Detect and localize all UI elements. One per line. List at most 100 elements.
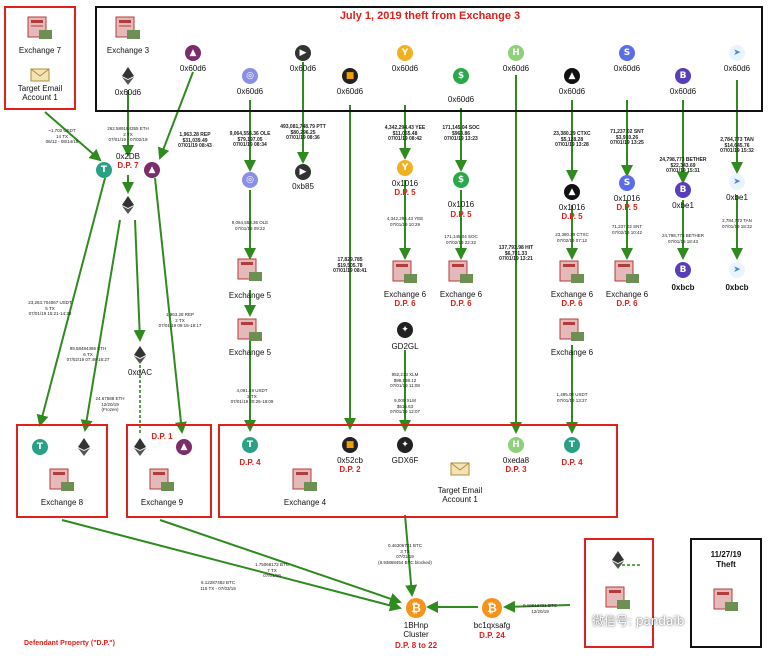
- x1016-snt-dp: D.P. 5: [616, 203, 638, 212]
- soc-icon: $: [453, 68, 469, 84]
- bitcoin-icon: ₿: [406, 598, 426, 618]
- cro-src-label: 0x60d6: [336, 87, 364, 96]
- x2db-dp: D.P. 7: [117, 161, 139, 170]
- hit-icon: H: [508, 45, 524, 61]
- ptt-icon: ▶: [295, 164, 311, 180]
- exchange4-label: Exchange 4: [283, 498, 327, 507]
- exchange4-icon: [292, 468, 317, 491]
- gdx6f-label: GDX6F: [391, 456, 419, 465]
- flow-usdt6: 1,495.00 USDT 07/01/19 13:27: [556, 392, 588, 403]
- x1016-ctxc-dp: D.P. 5: [561, 212, 583, 221]
- stellar-icon: ✦: [397, 437, 413, 453]
- flow-yee2: 4,342,294.43 YEE 07/01/19 10:29: [386, 216, 424, 227]
- tan-icon: ➤: [729, 174, 745, 190]
- flow-ptt: 493,081,748.79 PTT $80,296.25 07/01/19 0…: [280, 124, 326, 141]
- bhnp-label: 1BHnp Cluster: [403, 621, 429, 639]
- bhnp-dp: D.P. 8 to 22: [394, 641, 438, 650]
- hit-src-label: 0x60d6: [502, 64, 530, 73]
- flow-hit: 137,793.98 HIT $6,701.33 07/01/19 13:21: [498, 245, 534, 262]
- flow-xlm2: 9,000 XLM $515.63 07/01/19 12:07: [389, 398, 421, 414]
- rep-icon: ▲: [176, 439, 192, 455]
- exchange-icon: [605, 586, 630, 609]
- flow-frozen: 24.67588 ETH 12/20/19 (Frozen): [95, 396, 125, 412]
- x1016-yee-dp: D.P. 5: [394, 188, 416, 197]
- bether-icon: B: [675, 262, 691, 278]
- email-icon: [450, 462, 470, 476]
- flow-usdt4: 4,091.49 USDT 2 TX 07/01/19 20:26-18:09: [230, 388, 274, 404]
- ctxc-icon: ▲: [564, 68, 580, 84]
- theft-date: 11/27/19: [710, 550, 742, 559]
- legend: Defendant Property ("D.P."): [24, 640, 115, 647]
- flow-soc2: 171,145.04 SOC 07/02/19 22:32: [444, 234, 478, 245]
- tether-icon: T: [242, 437, 258, 453]
- exchange6-icon: [614, 260, 639, 283]
- dp3: D.P. 3: [505, 465, 527, 474]
- email-icon: [30, 68, 50, 82]
- xeda8-label: 0xeda8: [502, 456, 530, 465]
- yee-src-label: 0x60d6: [391, 64, 419, 73]
- x1016-soc-label: 0x1016: [447, 200, 475, 209]
- tan-icon: ➤: [729, 262, 745, 278]
- exchange5-icon: [237, 258, 262, 281]
- exchange3-label: Exchange 3: [106, 46, 150, 55]
- exch6a-label: Exchange 6: [383, 290, 427, 299]
- flow-ctxc: 23,380.29 CTXC $5,128.28 07/01/19 13:28: [553, 131, 591, 148]
- flow-tan2: 2,784,772 TAN 07/01/19 18:32: [721, 218, 753, 229]
- exch6d-label: Exchange 6: [605, 290, 649, 299]
- rep-src-label: 0x60d6: [179, 64, 207, 73]
- exchange3-box: [95, 6, 763, 112]
- tether-icon: T: [564, 437, 580, 453]
- snt-icon: S: [619, 175, 635, 191]
- rep-icon: ▲: [144, 162, 160, 178]
- bether-src-label: 0x60d6: [669, 87, 697, 96]
- flow-usdt7: ~1,702 USDT 14 TX 06/12 - 08/14/19: [45, 128, 79, 144]
- yee-icon: Y: [397, 45, 413, 61]
- flow-rep: 1,963.28 REP $31,039.49 07/01/19 08:43: [178, 132, 212, 149]
- exchange8-box: [16, 424, 108, 518]
- exchange6-icon: [392, 260, 417, 283]
- eth-icon: [134, 346, 146, 364]
- exchange-icon: [713, 588, 738, 611]
- snt-icon: S: [619, 45, 635, 61]
- eth-src-label: 0x60d6: [114, 88, 142, 97]
- bether-icon: B: [675, 182, 691, 198]
- rep-icon: ▲: [185, 45, 201, 61]
- tan-icon: ➤: [729, 45, 745, 61]
- dp4b: D.P. 4: [561, 458, 583, 467]
- x1016-ctxc-label: 0x1016: [558, 203, 586, 212]
- exchange6-icon: [559, 260, 584, 283]
- flow-tan: 2,784,773 TAN $14,645.76 07/01/19 15:32: [720, 137, 754, 154]
- ptt-icon: ▶: [295, 45, 311, 61]
- exch6d-dp: D.P. 6: [616, 299, 638, 308]
- exchange9-box: [126, 424, 212, 518]
- exchange8-label: Exchange 8: [40, 498, 84, 507]
- ole-icon: ◎: [242, 68, 258, 84]
- target-email-top-label: Target Email Account 1: [17, 84, 63, 102]
- x1016-yee-label: 0x1016: [391, 179, 419, 188]
- flow-ole: 9,064,558.36 OLE $79,197.05 07/01/19 08:…: [229, 131, 271, 148]
- ctxc-icon: ▲: [564, 184, 580, 200]
- xbcb-a-label: 0xbcb: [671, 283, 695, 292]
- bc1-dp: D.P. 24: [479, 631, 505, 640]
- exch6c-dp: D.P. 6: [561, 299, 583, 308]
- yee-icon: Y: [397, 160, 413, 176]
- exchange7-label: Exchange 7: [18, 46, 62, 55]
- flow-btc24: 0.10012721 BTC 12/20/19: [522, 603, 558, 614]
- exchange3-icon: [115, 16, 140, 39]
- gd2gl-label: GD2GL: [391, 342, 419, 351]
- flow-ole2: 9,064,558.36 OLE 07/01/19 09:22: [231, 220, 269, 231]
- flow-yee: 4,342,294.43 YEE $11,055.48 07/01/19 08:…: [384, 125, 426, 142]
- exchange6-icon: [559, 318, 584, 341]
- exchange6-icon: [448, 260, 473, 283]
- dp2: D.P. 2: [339, 465, 361, 474]
- flow-eth8: 99.58484386 ETH 6 TX 07/02/19 07:46-16:2…: [66, 346, 110, 362]
- flow-ctxc2: 23,380.29 CTXC 07/02/19 07:12: [555, 232, 589, 243]
- cro-icon: ■: [342, 437, 358, 453]
- theft-box-black: [690, 538, 762, 648]
- exchange9-label: Exchange 9: [140, 498, 184, 507]
- exchange8-icon: [49, 468, 74, 491]
- exchange7-icon: [27, 16, 52, 39]
- exchange9-icon: [149, 468, 174, 491]
- flow-cro: 17,829.785 $19,505.78 07/01/19 08:41: [333, 257, 367, 274]
